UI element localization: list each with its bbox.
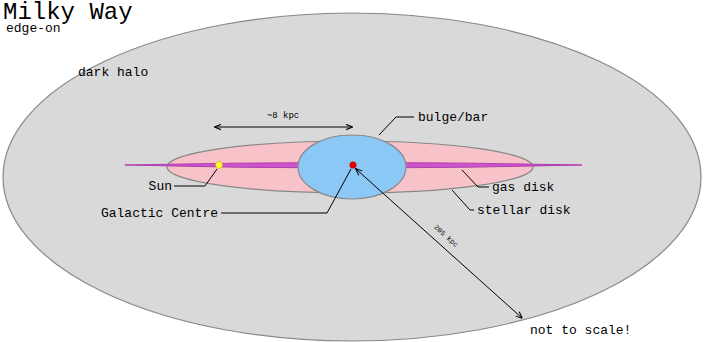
leader-line <box>221 169 351 213</box>
leader-line <box>174 169 217 186</box>
dark-halo <box>3 13 701 341</box>
region-label: dark halo <box>78 66 148 79</box>
part-label: gas disk <box>492 181 554 194</box>
leader-line <box>452 190 474 210</box>
view-note: edge-on <box>6 22 61 35</box>
note: not to scale! <box>530 324 631 337</box>
dimension-label: ~8 kpc <box>267 112 299 121</box>
part-label: stellar disk <box>477 204 571 217</box>
sun-dot <box>216 162 223 169</box>
part-label: bulge/bar <box>418 111 488 124</box>
centre-dot <box>350 162 357 169</box>
leader-line <box>379 117 414 135</box>
part-label: Galactic Centre <box>101 207 218 220</box>
leader-line <box>462 170 489 187</box>
distance-arrow <box>215 127 352 128</box>
gas-disk <box>125 163 582 169</box>
part-label: Sun <box>149 180 172 193</box>
bulge-bar <box>298 135 406 199</box>
